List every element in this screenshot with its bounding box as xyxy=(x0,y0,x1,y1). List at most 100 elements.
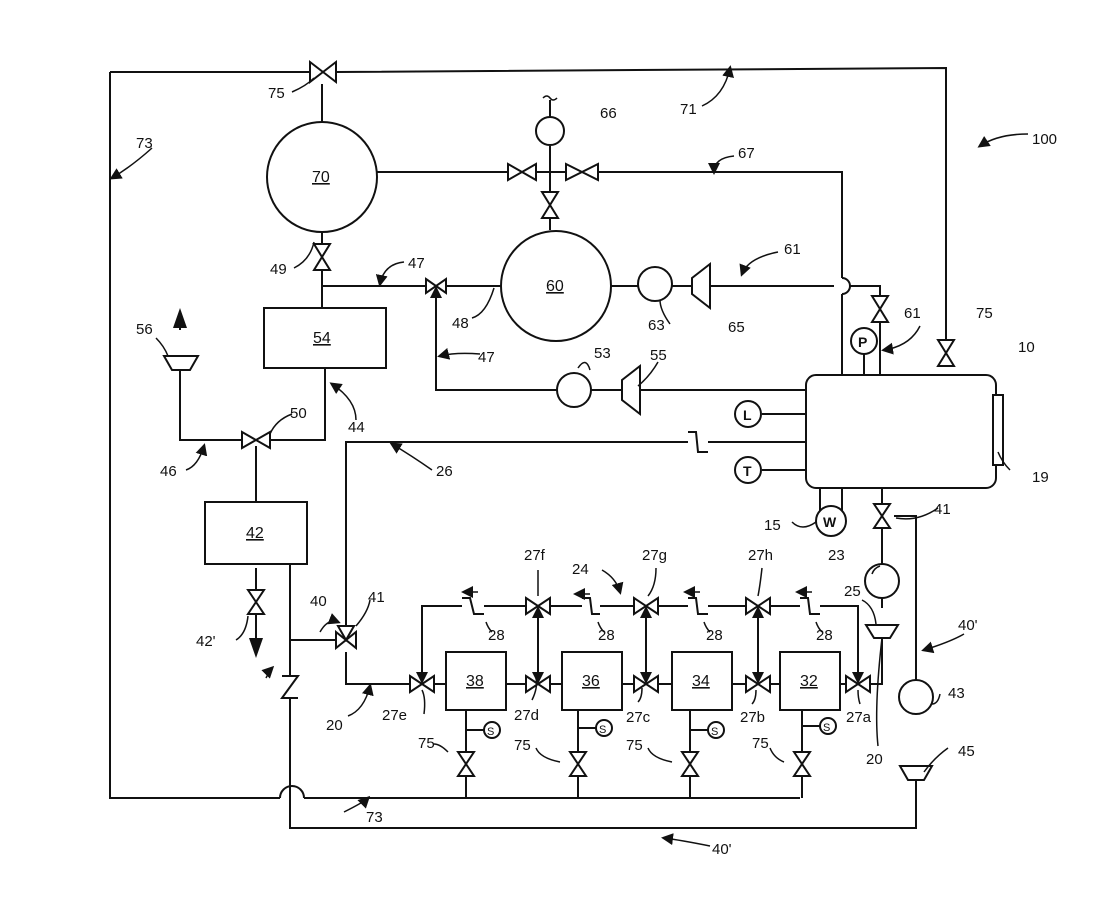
sensor-34-label: S xyxy=(711,726,718,738)
valve-27g xyxy=(634,598,658,618)
ref-45: 45 xyxy=(958,743,975,760)
ref-75-right: 75 xyxy=(976,305,993,322)
ref-55: 55 xyxy=(650,347,667,364)
ref-100: 100 xyxy=(1032,131,1057,148)
box-34-label: 34 xyxy=(692,673,710,690)
valve-75-b34 xyxy=(682,752,698,776)
vent-icon xyxy=(543,96,557,100)
ref-27d: 27d xyxy=(514,707,539,724)
check-valve-28-b xyxy=(582,598,600,614)
sensor-36-label: S xyxy=(599,724,606,736)
ref-75-b34: 75 xyxy=(626,737,643,754)
ref-75-top: 75 xyxy=(268,85,285,102)
ref-25: 25 xyxy=(844,583,861,600)
ref-27a: 27a xyxy=(846,709,872,726)
vessel-10 xyxy=(806,375,996,488)
valve-75-b32 xyxy=(794,752,810,776)
ref-27e: 27e xyxy=(382,707,407,724)
vessel-70-label: 70 xyxy=(312,169,330,186)
ref-50: 50 xyxy=(290,405,307,422)
weight-gauge-label: W xyxy=(823,514,837,530)
valve-27a xyxy=(846,672,870,692)
valve-41-right xyxy=(874,504,890,528)
box-54-label: 54 xyxy=(313,330,331,347)
ref-73-top: 73 xyxy=(136,135,153,152)
pump-63 xyxy=(638,267,672,301)
ref-71: 71 xyxy=(680,101,697,118)
pressure-gauge-label: P xyxy=(858,334,867,350)
valve-47-3way xyxy=(426,279,446,298)
ref-41-left: 41 xyxy=(368,589,385,606)
check-valve-40 xyxy=(282,676,298,698)
ref-46: 46 xyxy=(160,463,177,480)
valve-75-right xyxy=(938,340,954,366)
valve-41-left xyxy=(336,626,356,648)
vessel-60-label: 60 xyxy=(546,278,564,295)
valve-75-b36 xyxy=(570,752,586,776)
ref-48: 48 xyxy=(452,315,469,332)
ref-23: 23 xyxy=(828,547,845,564)
box-42-label: 42 xyxy=(246,525,264,542)
pump-66 xyxy=(536,117,564,145)
pump-53 xyxy=(557,373,591,407)
ref-67: 67 xyxy=(738,145,755,162)
box-32-label: 32 xyxy=(800,673,818,690)
ref-73-bottom: 73 xyxy=(366,809,383,826)
ref-42p: 42' xyxy=(196,633,216,650)
valve-67-left xyxy=(508,164,536,180)
sensor-38-label: S xyxy=(487,726,494,738)
level-gauge-label: L xyxy=(743,407,752,423)
ref-24: 24 xyxy=(572,561,589,578)
ref-44: 44 xyxy=(348,419,365,436)
ref-15: 15 xyxy=(764,517,781,534)
check-valve-28-a xyxy=(462,598,484,614)
check-valve-28-c xyxy=(688,598,708,614)
ref-61-top: 61 xyxy=(784,241,801,258)
valve-50 xyxy=(242,432,270,448)
valve-27b xyxy=(746,672,770,692)
arrow-up-icon xyxy=(173,308,187,328)
ref-28-d: 28 xyxy=(816,627,833,644)
ref-47-top: 47 xyxy=(408,255,425,272)
valve-49 xyxy=(314,244,330,270)
ref-20-left: 20 xyxy=(326,717,343,734)
ref-27f: 27f xyxy=(524,547,546,564)
ref-27h: 27h xyxy=(748,547,773,564)
temperature-gauge-label: T xyxy=(743,463,752,479)
ref-53: 53 xyxy=(594,345,611,362)
compressor-55 xyxy=(622,366,640,414)
element-19 xyxy=(993,395,1003,465)
valve-66 xyxy=(542,192,558,218)
ref-75-b32: 75 xyxy=(752,735,769,752)
valve-27f xyxy=(526,598,550,618)
ref-41-right: 41 xyxy=(934,501,951,518)
valve-27e xyxy=(410,672,434,692)
compressor-65 xyxy=(692,264,710,308)
sensor-32-label: S xyxy=(823,722,830,734)
valve-42p xyxy=(248,590,264,614)
ref-47-mid: 47 xyxy=(478,349,495,366)
compressor-56 xyxy=(164,356,198,370)
valve-75-b38 xyxy=(458,752,474,776)
check-valve-26 xyxy=(688,432,708,452)
pump-23 xyxy=(865,564,899,598)
ref-27g: 27g xyxy=(642,547,667,564)
ref-40p-right: 40' xyxy=(958,617,978,634)
pump-43 xyxy=(899,680,933,714)
valve-27h xyxy=(746,598,770,618)
ref-75-b36: 75 xyxy=(514,737,531,754)
ref-27b: 27b xyxy=(740,709,765,726)
ref-28-c: 28 xyxy=(706,627,723,644)
ref-20-right: 20 xyxy=(866,751,883,768)
ref-63: 63 xyxy=(648,317,665,334)
box-36-label: 36 xyxy=(582,673,600,690)
ref-56: 56 xyxy=(136,321,153,338)
ref-40p-bottom: 40' xyxy=(712,841,732,858)
ref-19: 19 xyxy=(1032,469,1049,486)
ref-61-right: 61 xyxy=(904,305,921,322)
ref-66: 66 xyxy=(600,105,617,122)
valve-27c xyxy=(634,672,658,692)
box-38-label: 38 xyxy=(466,673,484,690)
ref-27c: 27c xyxy=(626,709,651,726)
ref-28-b: 28 xyxy=(598,627,615,644)
